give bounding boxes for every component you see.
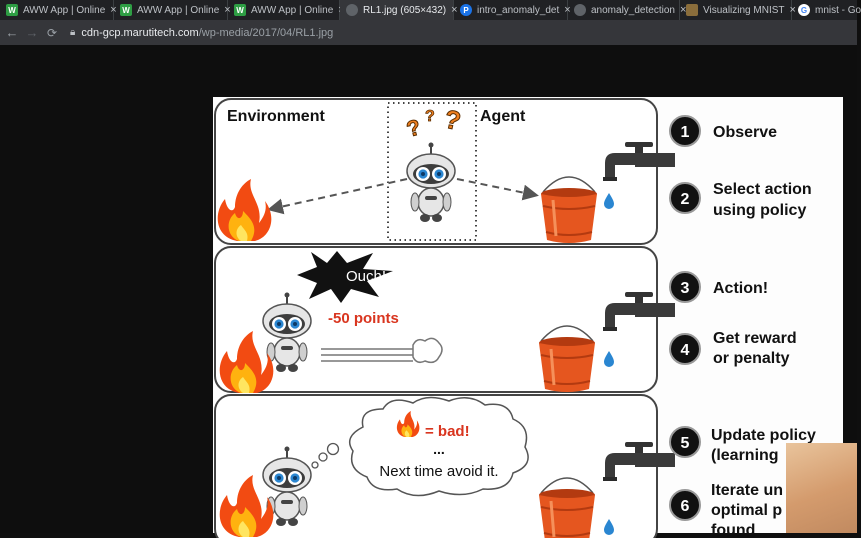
- globe-icon: [574, 4, 586, 16]
- step-number: 2: [681, 191, 690, 208]
- image-viewer: Environment Agent ? ? ?: [0, 45, 857, 538]
- close-tab-icon[interactable]: ×: [564, 4, 571, 16]
- step-6: 6 Iterate un optimal p found: [669, 482, 783, 538]
- close-tab-icon[interactable]: ×: [789, 4, 796, 16]
- ouch-text: Ouch!: [346, 268, 386, 285]
- tab-mnist-google[interactable]: G mnist - Go: [792, 0, 861, 20]
- tab-aww-3[interactable]: W AWW App | Online ×: [228, 0, 345, 20]
- action-arrow: [456, 178, 539, 201]
- tab-anomaly-detection[interactable]: anomaly_detection ×: [568, 0, 686, 20]
- agent-label: Agent: [480, 108, 526, 125]
- dust-cloud: [412, 337, 443, 364]
- page-icon: [686, 4, 698, 16]
- tab-title: AWW App | Online: [251, 4, 334, 16]
- step-number: 1: [681, 124, 690, 141]
- tab-aww-2[interactable]: W AWW App | Online ×: [114, 0, 231, 20]
- tab-title: anomaly_detection: [591, 4, 675, 16]
- tab-visualizing-mnist[interactable]: Visualizing MNIST ×: [680, 0, 796, 20]
- step-number: 6: [681, 498, 690, 515]
- panel-observe: Environment Agent ? ? ?: [214, 98, 675, 245]
- tab-strip: W AWW App | Online × W AWW App | Online …: [0, 0, 861, 20]
- tab-title: Visualizing MNIST: [703, 4, 785, 16]
- tab-rl1-image[interactable]: RL1.jpg (605×432) ×: [340, 0, 458, 20]
- url-path: /wp-media/2017/04/RL1.jpg: [198, 26, 334, 39]
- rl-diagram-image: Environment Agent ? ? ?: [213, 97, 843, 538]
- step-label: Iterate un: [711, 482, 783, 499]
- back-arrow-icon[interactable]: ←: [5, 25, 19, 40]
- step-4: 4 Get reward or penalty: [669, 330, 797, 367]
- tab-title: AWW App | Online: [137, 4, 220, 16]
- step-label: found: [711, 522, 755, 538]
- forward-arrow-icon[interactable]: →: [25, 25, 39, 40]
- ouch-burst: [297, 251, 393, 303]
- aww-icon: W: [6, 4, 18, 16]
- step-3: 3 Action!: [669, 271, 768, 303]
- step-label: Update policy: [711, 427, 816, 444]
- step-list: 1 Observe 2 Select action using policy 3…: [669, 115, 816, 538]
- thought-dots: ...: [433, 441, 445, 457]
- reload-icon[interactable]: ⟳: [46, 25, 58, 40]
- question-mark-icon: ?: [441, 103, 464, 137]
- penalty-text: -50 points: [328, 310, 399, 327]
- thought-dot: [311, 461, 319, 469]
- step-2: 2 Select action using policy: [669, 181, 812, 219]
- tab-title: mnist - Go: [815, 4, 861, 16]
- svg-text:?: ?: [442, 104, 464, 137]
- agent-boundary: [387, 102, 477, 241]
- step-label: (learning: [711, 447, 779, 464]
- step-number: 3: [681, 280, 690, 297]
- google-icon: G: [798, 4, 810, 16]
- close-tab-icon[interactable]: ×: [110, 4, 117, 16]
- thought-dot: [318, 452, 328, 462]
- step-number-badge: [669, 271, 701, 303]
- rl-diagram: Environment Agent ? ? ?: [214, 98, 816, 538]
- notebook-icon: P: [460, 4, 472, 16]
- close-tab-icon[interactable]: ×: [224, 4, 231, 16]
- address-bar[interactable]: 🔒︎ cdn-gcp.marutitech.com/wp-media/2017/…: [70, 23, 857, 43]
- browser-toolbar: ← → ⟳ 🔒︎ cdn-gcp.marutitech.com/wp-media…: [0, 20, 857, 45]
- tab-title: intro_anomaly_det: [477, 4, 560, 16]
- tab-intro-anomaly[interactable]: P intro_anomaly_det ×: [454, 0, 571, 20]
- webcam-overlay: [786, 443, 857, 533]
- step-label: or penalty: [713, 350, 790, 367]
- aww-icon: W: [120, 4, 132, 16]
- step-label: Action!: [713, 280, 768, 297]
- step-number-badge: [669, 489, 701, 521]
- step-number: 5: [681, 435, 690, 452]
- panel-action: Ouch! -50 points: [214, 246, 675, 394]
- aww-icon: W: [234, 4, 246, 16]
- panel-learn: = bad! ... Next time avoid it.: [214, 394, 675, 538]
- step-number: 4: [681, 342, 690, 359]
- url-host: cdn-gcp.marutitech.com: [81, 26, 199, 39]
- tab-aww-1[interactable]: W AWW App | Online ×: [0, 0, 117, 20]
- step-label: Observe: [713, 124, 777, 141]
- lock-icon: 🔒︎: [70, 27, 76, 38]
- thought-bad-text: = bad!: [425, 423, 470, 440]
- close-tab-icon[interactable]: ×: [451, 4, 458, 16]
- thought-next-text: Next time avoid it.: [379, 463, 498, 480]
- step-label: optimal p: [711, 502, 782, 519]
- globe-icon: [346, 4, 358, 16]
- step-number-badge: [669, 182, 701, 214]
- step-5: 5 Update policy (learning: [669, 426, 816, 464]
- step-number-badge: [669, 115, 701, 147]
- step-label: using policy: [713, 202, 806, 219]
- step-number-badge: [669, 426, 701, 458]
- thought-bubble: [348, 396, 529, 497]
- step-number-badge: [669, 333, 701, 365]
- step-1: 1 Observe: [669, 115, 777, 147]
- question-mark-icon: ?: [425, 108, 435, 125]
- tab-title: RL1.jpg (605×432): [363, 4, 447, 16]
- step-label: Select action: [713, 181, 812, 198]
- tab-title: AWW App | Online: [23, 4, 106, 16]
- environment-label: Environment: [227, 108, 325, 125]
- thought-dot: [326, 442, 340, 456]
- step-label: Get reward: [713, 330, 797, 347]
- close-tab-icon[interactable]: ×: [679, 4, 687, 16]
